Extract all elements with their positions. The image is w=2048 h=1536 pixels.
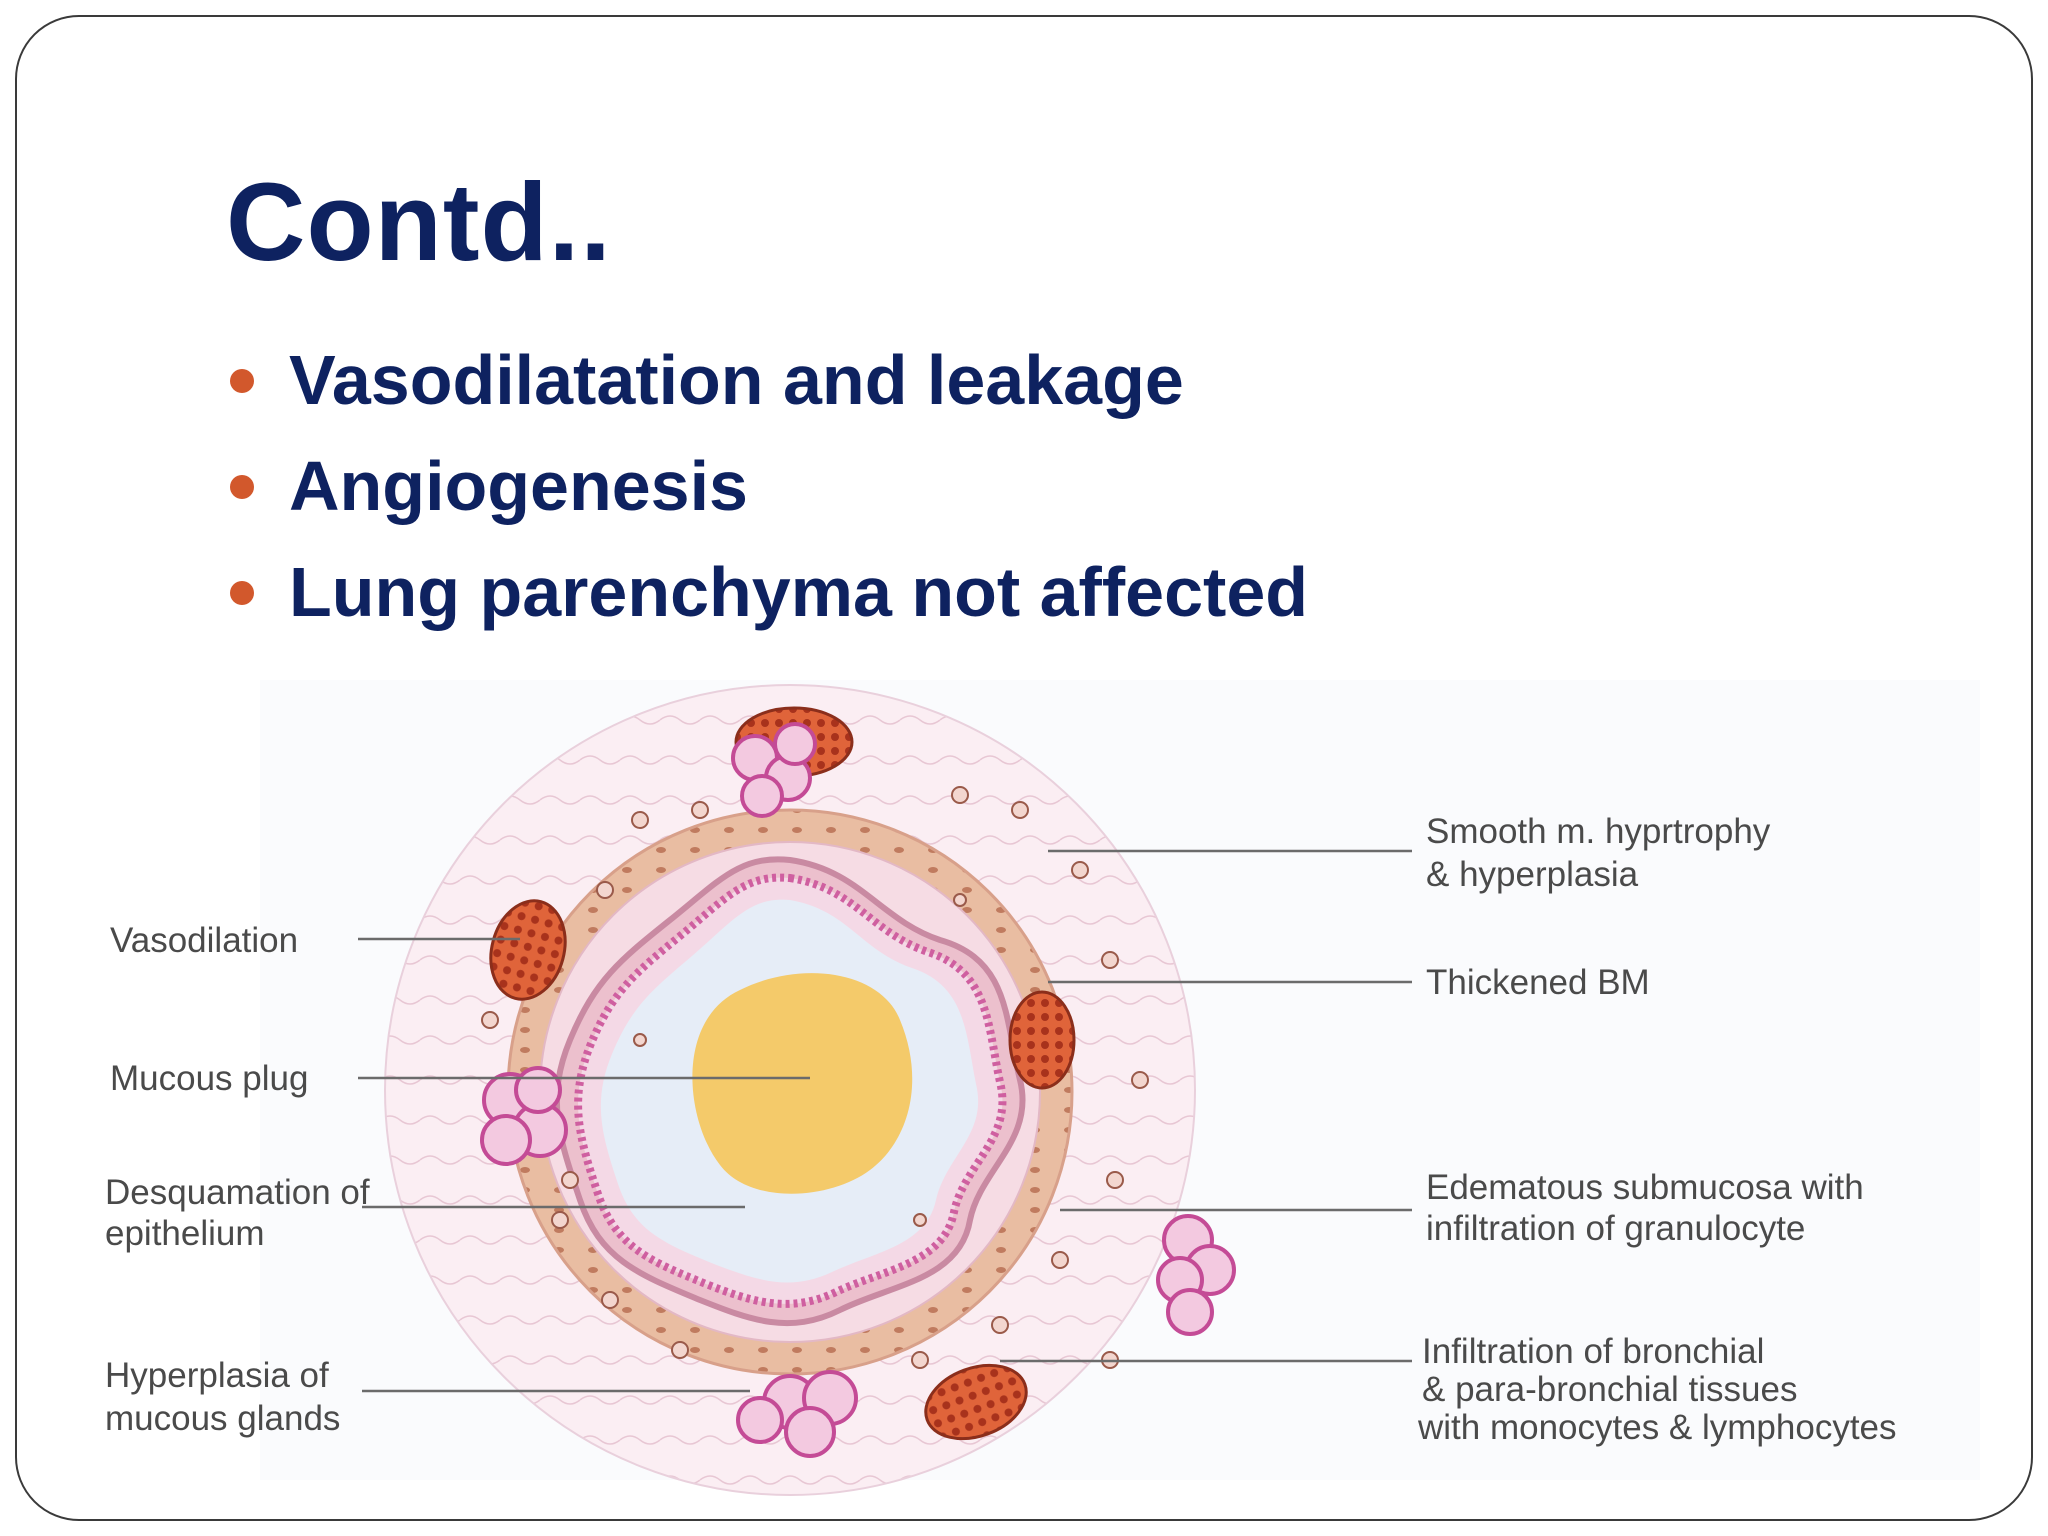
label-infiltration-line2: & para-bronchial tissues — [1422, 1370, 1797, 1409]
bullet-text: Vasodilatation and leakage — [289, 341, 1184, 419]
bullet-text: Angiogenesis — [289, 447, 748, 525]
vessel-icon — [489, 899, 567, 1001]
label-infiltration-line3: with monocytes & lymphocytes — [1417, 1408, 1897, 1447]
label-desquamation-line2: epithelium — [105, 1214, 265, 1253]
label-mucous-plug: Mucous plug — [110, 1059, 308, 1098]
leader-lines — [358, 849, 1412, 1393]
bullet-text: Lung parenchyma not affected — [289, 553, 1309, 631]
label-infiltration-line1: Infiltration of bronchial — [1422, 1332, 1764, 1371]
bullet-dot-icon — [230, 581, 254, 605]
bullet-dot-icon — [230, 475, 254, 499]
label-vasodilation: Vasodilation — [110, 921, 298, 960]
vessel-icon — [924, 1363, 1028, 1441]
mucous-gland-cluster — [736, 1370, 858, 1458]
vessel-icon — [1008, 990, 1076, 1090]
label-edematous-line1: Edematous submucosa with — [1426, 1168, 1864, 1207]
label-desquamation-line1: Desquamation of — [105, 1173, 370, 1212]
bullet-list: Vasodilatation and leakage Angiogenesis … — [226, 340, 1308, 658]
bullet-item: Angiogenesis — [226, 446, 1308, 552]
label-smooth-muscle-line1: Smooth m. hyprtrophy — [1426, 812, 1771, 851]
mucous-gland-cluster — [480, 1066, 568, 1166]
bronchus-cross-section-diagram: Vasodilation Mucous plug Desquamation of… — [105, 680, 1980, 1496]
mucous-gland-cluster — [731, 722, 817, 818]
mucous-plug — [692, 973, 913, 1194]
bullet-item: Vasodilatation and leakage — [226, 340, 1308, 446]
label-hyperplasia-line1: Hyperplasia of — [105, 1356, 329, 1395]
mucous-gland-cluster — [1156, 1214, 1236, 1336]
bullet-item: Lung parenchyma not affected — [226, 552, 1308, 658]
label-smooth-muscle-line2: & hyperplasia — [1426, 855, 1639, 894]
inflammatory-cells — [481, 786, 1149, 1369]
bullet-dot-icon — [230, 369, 254, 393]
label-hyperplasia-line2: mucous glands — [105, 1399, 340, 1438]
label-thickened-bm: Thickened BM — [1426, 963, 1650, 1002]
label-edematous-line2: infiltration of granulocyte — [1426, 1209, 1805, 1248]
slide-title: Contd.. — [226, 161, 612, 284]
